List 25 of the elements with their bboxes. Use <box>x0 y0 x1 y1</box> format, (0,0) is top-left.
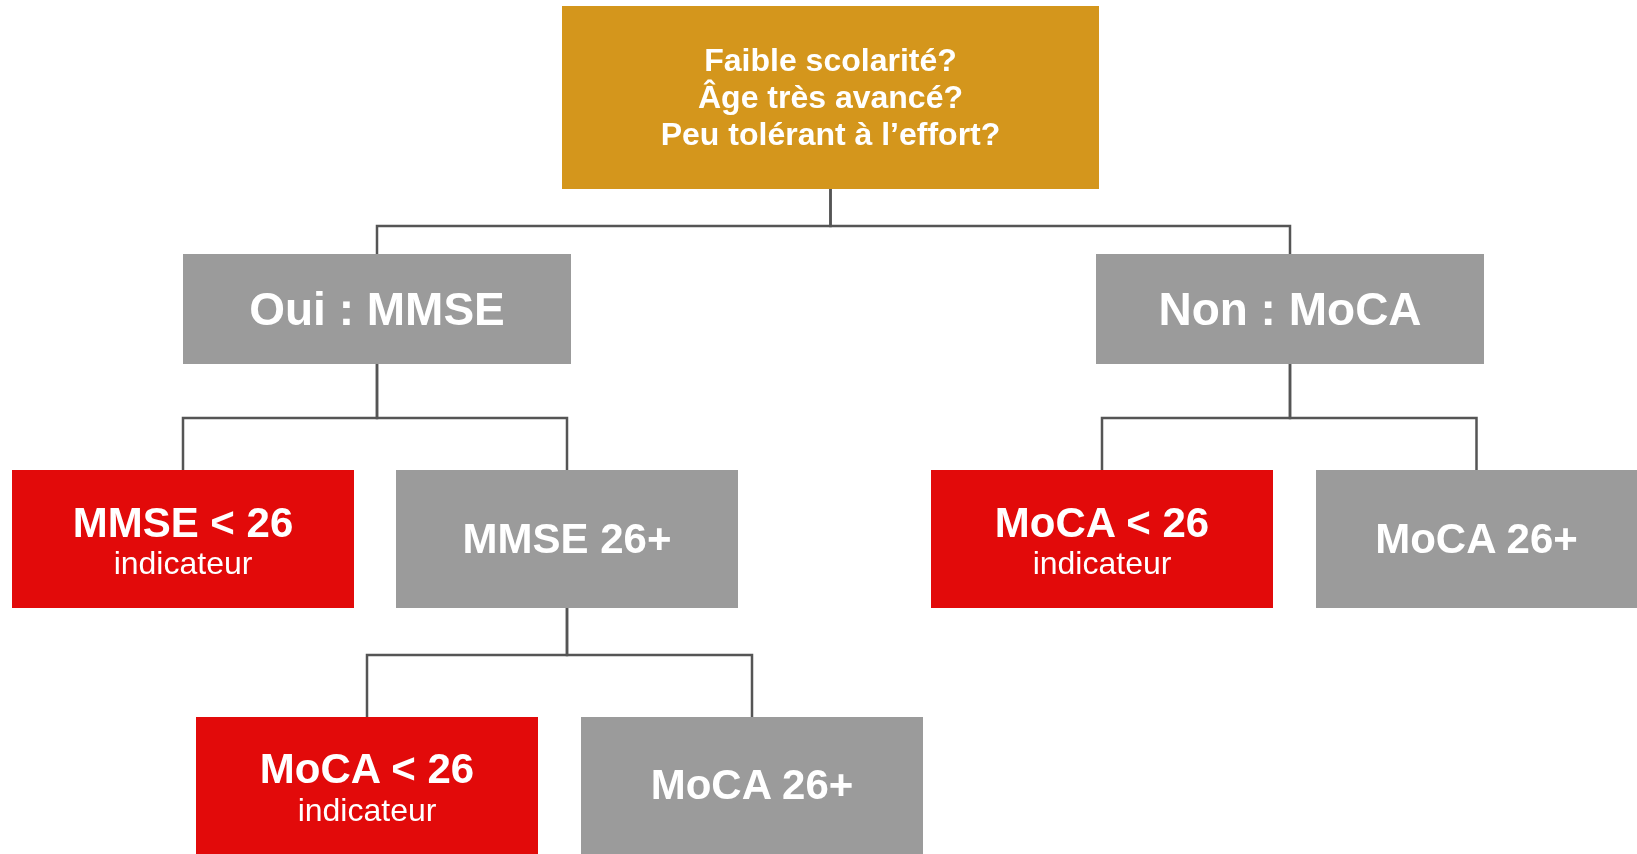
question-box <box>562 6 1099 189</box>
node-label: MMSE 26+ <box>462 514 672 564</box>
connector-line <box>1288 364 1478 470</box>
node-label: MoCA 26+ <box>1375 514 1578 564</box>
connector-line <box>565 608 754 717</box>
node-subtitle: indicateur <box>1032 547 1172 580</box>
node-subtitle: indicateur <box>113 547 253 580</box>
connector-line <box>375 364 569 470</box>
result-box <box>396 470 738 608</box>
result-box <box>1316 470 1637 608</box>
node-label: Faible scolarité? Âge très avancé? Peu tolérant à l’effort? <box>660 42 1001 153</box>
indicator-box <box>12 470 354 608</box>
node-label: Oui : MMSE <box>249 282 505 336</box>
result-box <box>183 254 571 364</box>
node-label: MoCA 26+ <box>650 761 854 810</box>
connector-line <box>829 189 1292 254</box>
indicator-box <box>196 717 538 854</box>
node-label: MoCA < 26 <box>259 745 475 794</box>
node-label: MMSE < 26 <box>72 498 294 548</box>
node-label: Non : MoCA <box>1158 282 1422 336</box>
result-box <box>581 717 923 854</box>
indicator-box <box>931 470 1273 608</box>
result-box <box>1096 254 1484 364</box>
node-label: MoCA < 26 <box>994 498 1210 548</box>
node-subtitle: indicateur <box>297 793 437 826</box>
